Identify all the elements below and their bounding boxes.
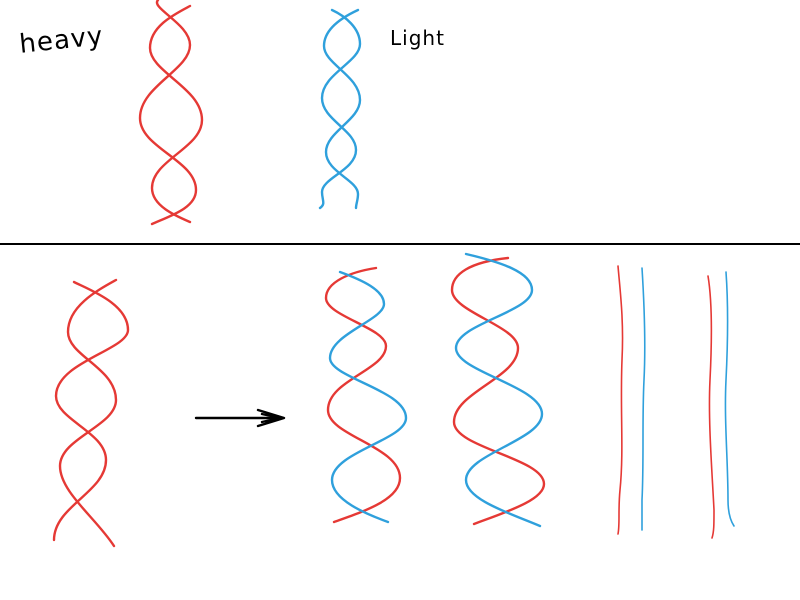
- parent-strand-a: [52, 280, 130, 542]
- daughter2-red-strand: [450, 256, 546, 526]
- straight-strand-pair-2: [707, 271, 735, 539]
- daughter1-red-strand: [324, 266, 402, 524]
- daughter2-blue-strand: [454, 252, 544, 528]
- parent-strand-b: [58, 278, 118, 548]
- parent-heavy-helix: [52, 278, 130, 548]
- replication-arrow: [194, 408, 286, 428]
- light-dna-helix: [318, 8, 362, 210]
- light-label: Light: [390, 26, 445, 50]
- heavy-strand-a: [138, 0, 198, 226]
- heavy-strand-b: [148, 4, 204, 224]
- pair2-blue-line: [724, 271, 735, 527]
- pair1-red-line: [617, 265, 624, 535]
- heavy-dna-helix: [138, 0, 204, 226]
- arrow-head: [256, 408, 286, 428]
- straight-strand-pair-1: [617, 265, 646, 535]
- pair2-red-line: [707, 275, 715, 539]
- light-strand-b: [322, 8, 362, 210]
- daughter-helix-2: [450, 252, 546, 528]
- light-strand-a: [318, 8, 362, 210]
- daughter1-blue-strand: [328, 270, 408, 524]
- pair1-blue-line: [641, 267, 646, 531]
- daughter-helix-1: [324, 266, 408, 524]
